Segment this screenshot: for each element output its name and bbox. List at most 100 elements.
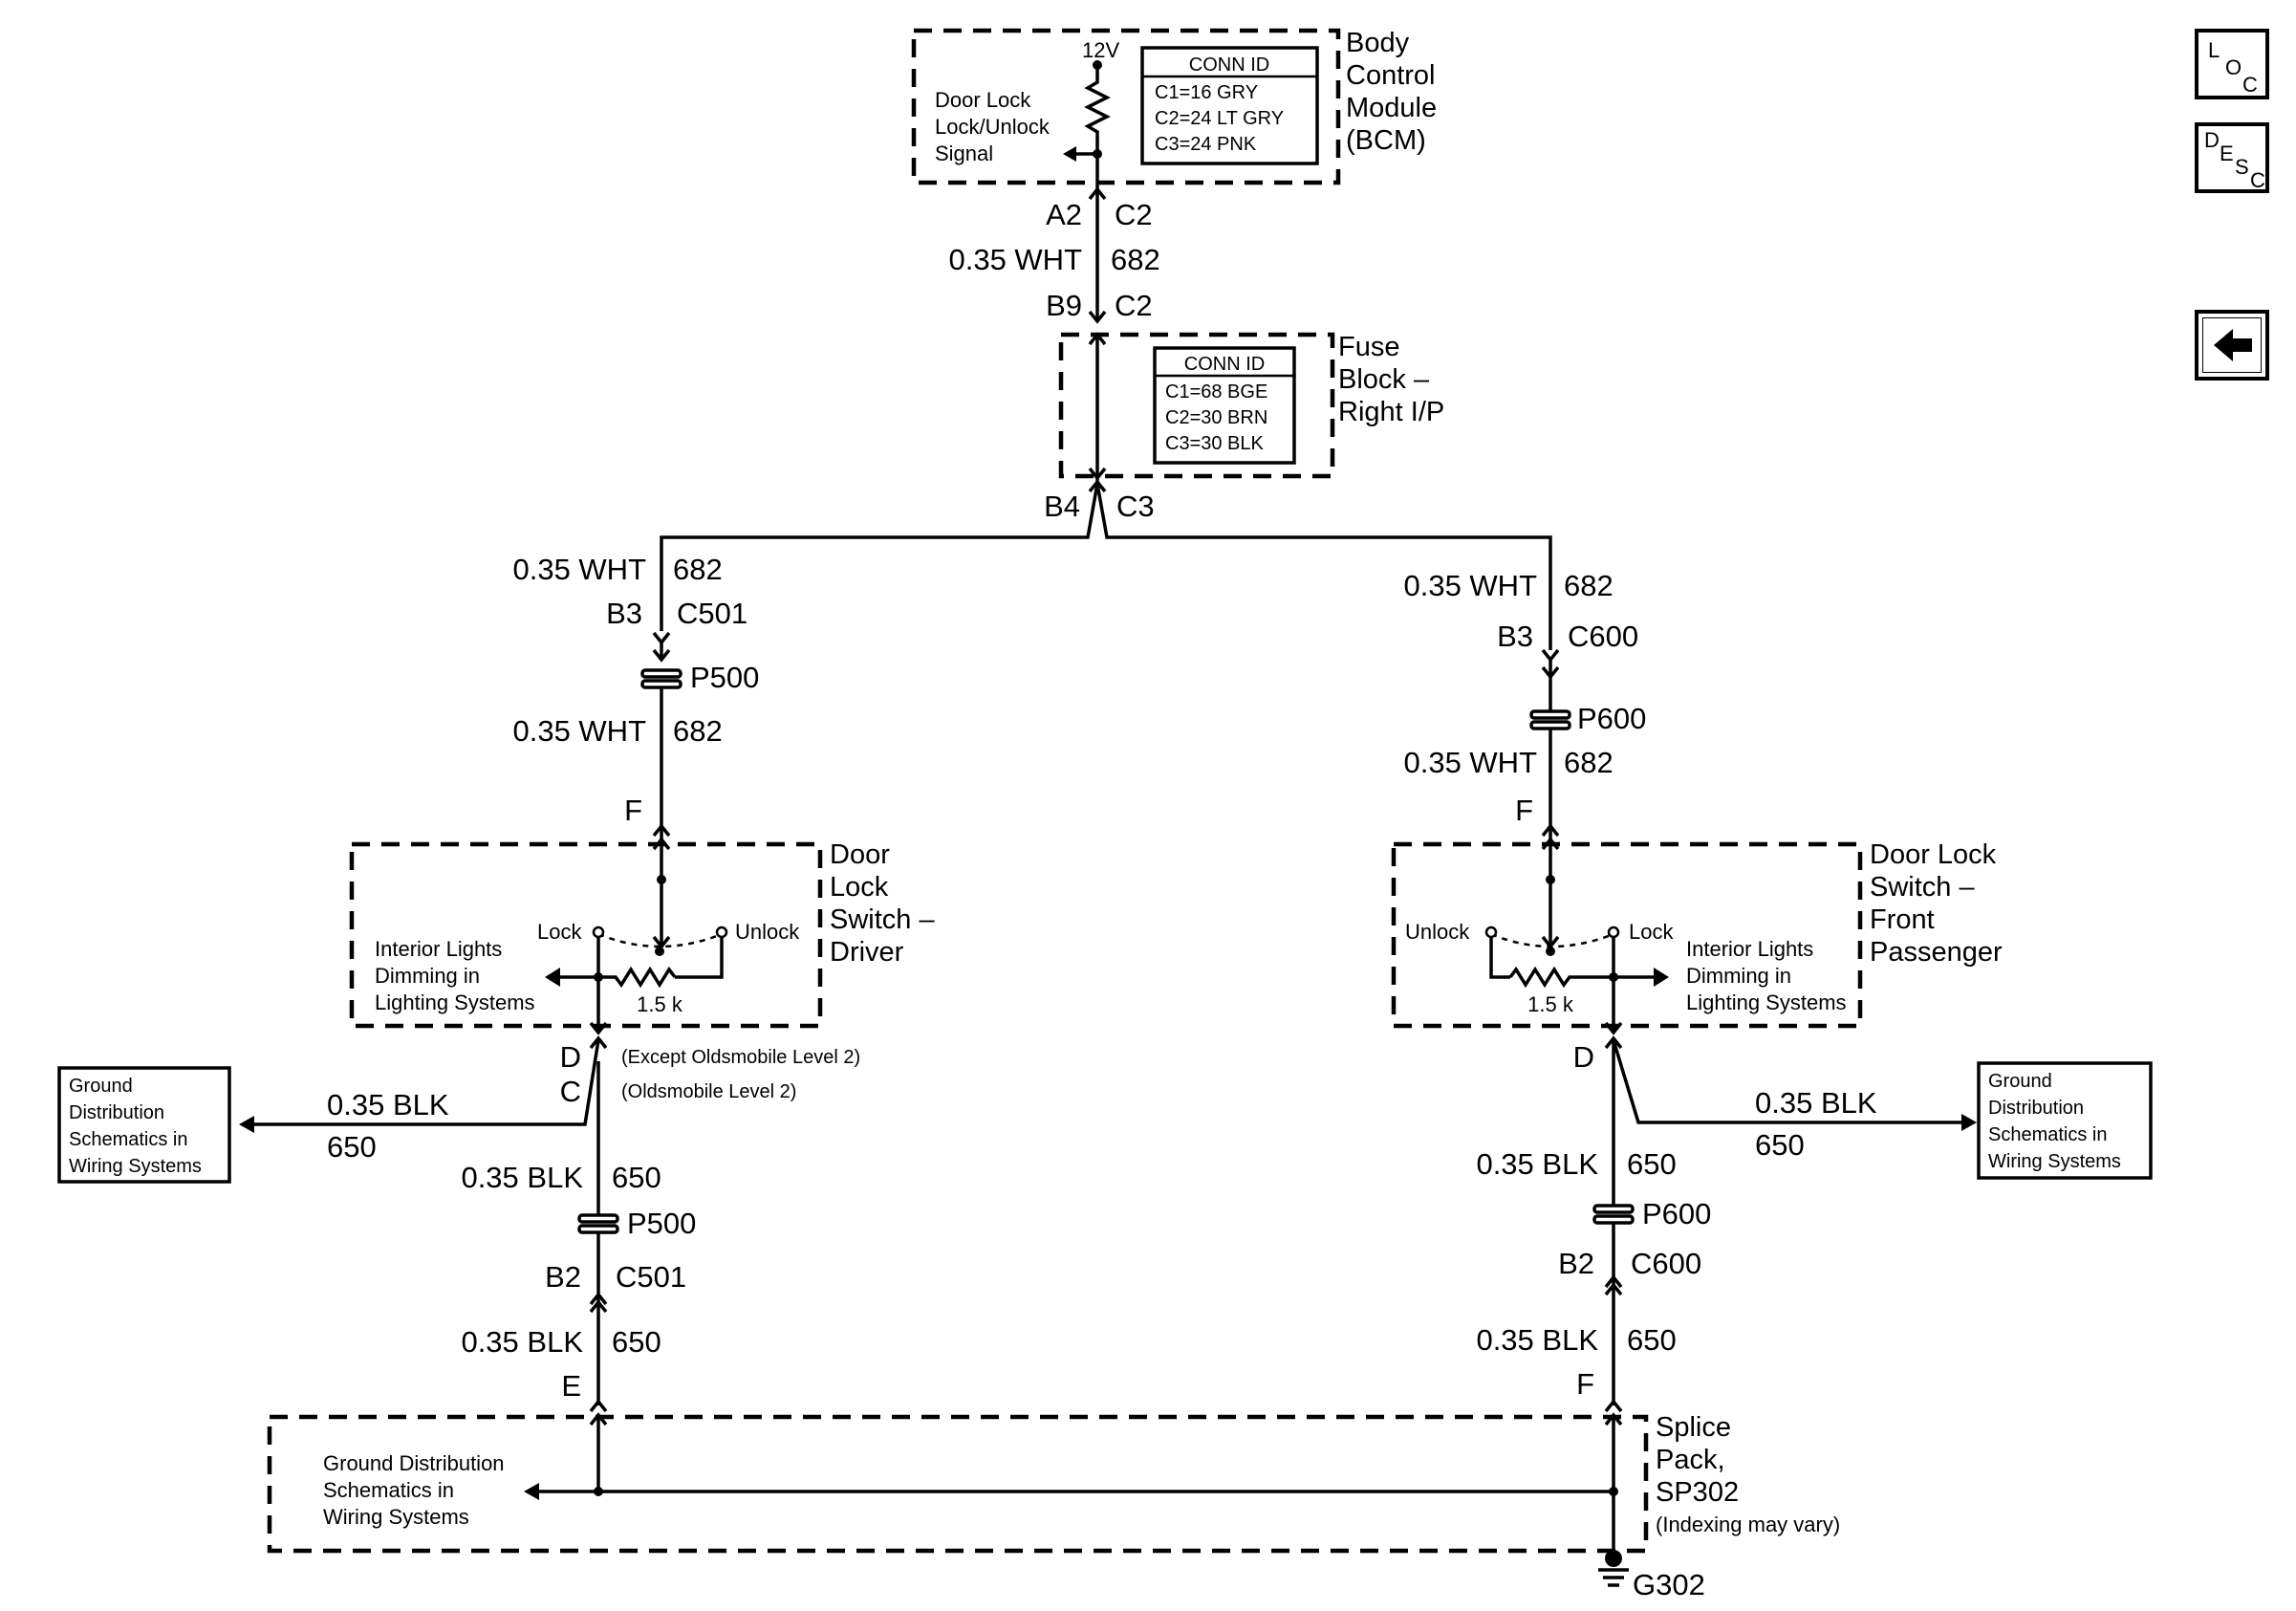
driver-c501-lower-connector: [589, 1292, 608, 1306]
loc-letter-l: L: [2208, 38, 2220, 62]
driver-p500-splice-icon: [577, 1213, 619, 1224]
right-c600-arrow: [1541, 648, 1560, 663]
left-wire2-size: 0.35 WHT: [512, 714, 646, 748]
fuse-out-arrow: [1088, 467, 1107, 481]
driver-pin-d: D: [560, 1040, 581, 1074]
right-splice1: P600: [1577, 702, 1646, 735]
driver-interior-2: Dimming in: [375, 964, 480, 988]
driver-conn-c501: C501: [616, 1260, 686, 1294]
splice-title-3: SP302: [1656, 1477, 1739, 1508]
passenger-resistor-symbol: [1508, 966, 1614, 989]
left-p500-splice-icon: [640, 668, 682, 679]
passenger-switch-title-4: Passenger: [1870, 937, 2003, 968]
desc-letter-d: D: [2204, 128, 2220, 152]
left-wire2-circuit: 682: [673, 714, 723, 748]
fuse-title-1: Fuse: [1338, 332, 1399, 362]
passenger-wire4-circuit: 650: [1627, 1323, 1677, 1357]
ground-g302-label: G302: [1633, 1568, 1705, 1601]
main-wire: A2 C2 0.35 WHT 682 B9 C2: [948, 186, 1160, 324]
pin-b9: B9: [1046, 289, 1082, 322]
bcm-signal-2: Lock/Unlock: [935, 115, 1051, 139]
splice-ground-arrow-icon: [524, 1483, 539, 1500]
passenger-switch-title-3: Front: [1870, 904, 1935, 935]
desc-button[interactable]: D E S C: [2195, 122, 2269, 193]
split-wire: [660, 483, 1552, 650]
right-wire2-circuit: 682: [1564, 746, 1614, 779]
driver-resistor-symbol: [598, 966, 677, 989]
passenger-wire3-size: 0.35 BLK: [1476, 1147, 1598, 1181]
passenger-ground-ref-box: [1977, 1061, 2153, 1180]
fuse-block: CONN ID C1=68 BGE C2=30 BRN C3=30 BLK Fu…: [1044, 332, 1444, 523]
passenger-d-connector: [1604, 1035, 1623, 1050]
passenger-pin-b2: B2: [1558, 1247, 1594, 1280]
splice-title-1: Splice: [1656, 1412, 1731, 1443]
driver-ground-ref-box: [57, 1066, 231, 1184]
driver-wire3-circuit: 650: [612, 1161, 661, 1194]
passenger-ground-box-4: Wiring Systems: [1988, 1151, 2121, 1172]
driver-e-connector: [589, 1399, 608, 1413]
fuse-title-2: Block –: [1338, 364, 1430, 395]
fuse-conn-id-header: CONN ID: [1184, 354, 1265, 375]
driver-switch-title-2: Lock: [830, 872, 889, 903]
driver-gnd-circuit: 650: [327, 1130, 377, 1164]
driver-pin-e: E: [561, 1369, 581, 1403]
pullup-resistor-symbol: [1084, 65, 1111, 189]
right-wire2-size: 0.35 WHT: [1403, 746, 1537, 779]
passenger-f-connector: [1604, 1399, 1623, 1413]
splice-note: (Indexing may vary): [1656, 1513, 1840, 1536]
main-wire-circuit: 682: [1111, 243, 1160, 276]
bcm-conn-c1: C1=16 GRY: [1155, 82, 1258, 103]
passenger-pin-f: F: [1576, 1367, 1594, 1401]
driver-branch: 0.35 WHT 682 B3 C501 P500 0.35 WHT 682 F…: [57, 553, 935, 1413]
driver-note-c: (Oldsmobile Level 2): [621, 1081, 796, 1102]
fuse-conn-c3: C3=30 BLK: [1165, 433, 1265, 454]
passenger-interior-3: Lighting Systems: [1686, 991, 1847, 1014]
bcm-conn-id-box: [1140, 46, 1319, 165]
driver-pin-c: C: [560, 1075, 581, 1108]
passenger-ground-box-3: Schematics in: [1988, 1124, 2108, 1145]
driver-switch-title-4: Driver: [830, 937, 904, 968]
driver-wire4-circuit: 650: [612, 1325, 661, 1359]
back-button[interactable]: [2195, 310, 2269, 381]
left-wire1-circuit: 682: [673, 553, 723, 586]
passenger-interior-1: Interior Lights: [1686, 937, 1813, 961]
right-conn-c600: C600: [1568, 620, 1638, 653]
passenger-splice2: P600: [1642, 1197, 1711, 1230]
right-wire1-size: 0.35 WHT: [1403, 569, 1537, 602]
driver-unlock-contact: [715, 925, 728, 939]
passenger-gnd-circuit: 650: [1755, 1128, 1805, 1162]
splice-ground-ref-3: Wiring Systems: [323, 1505, 469, 1529]
driver-switch-arm: [652, 935, 671, 949]
right-pin-b3: B3: [1497, 620, 1533, 653]
loc-button[interactable]: L O C: [2195, 29, 2269, 99]
passenger-lock-label: Lock: [1629, 920, 1674, 944]
passenger-branch: 0.35 WHT 682 B3 C600 P600 0.35 WHT 682 F…: [1391, 569, 2153, 1413]
splice-pack: Ground Distribution Schematics in Wiring…: [267, 1412, 1840, 1601]
bcm-conn-c2: C2=24 LT GRY: [1155, 108, 1284, 129]
bcm-signal-1: Door Lock: [935, 88, 1031, 112]
driver-gnd-size: 0.35 BLK: [327, 1088, 449, 1121]
passenger-pin-d: D: [1573, 1040, 1594, 1074]
left-c501-arrow: [652, 631, 671, 645]
splice-pack-outline: [267, 1414, 1649, 1554]
left-pin-b3: B3: [606, 597, 642, 630]
driver-note-d: (Except Oldsmobile Level 2): [621, 1047, 860, 1068]
passenger-ground-box-1: Ground: [1988, 1071, 2052, 1092]
bcm-module: CONN ID C1=16 GRY C2=24 LT GRY C3=24 PNK…: [911, 28, 1437, 189]
bcm-title-4: (BCM): [1346, 125, 1426, 156]
splice-ground-ref-2: Schematics in: [323, 1478, 454, 1502]
conn-c2-top: C2: [1115, 198, 1153, 231]
driver-ground-box-1: Ground: [69, 1076, 133, 1097]
driver-lock-contact: [592, 925, 605, 939]
left-pin-f: F: [624, 794, 642, 827]
driver-switch-title-1: Door: [830, 839, 890, 870]
right-pin-f: F: [1515, 794, 1533, 827]
passenger-p600-splice-icon: [1592, 1204, 1635, 1214]
driver-ground-box-2: Distribution: [69, 1102, 164, 1123]
fuse-block-outline: [1058, 332, 1335, 479]
driver-ground-box-4: Wiring Systems: [69, 1156, 202, 1177]
passenger-ground-arrow-icon: [1961, 1114, 1977, 1131]
driver-pin-b2: B2: [545, 1260, 581, 1294]
passenger-unlock-label: Unlock: [1405, 920, 1470, 944]
